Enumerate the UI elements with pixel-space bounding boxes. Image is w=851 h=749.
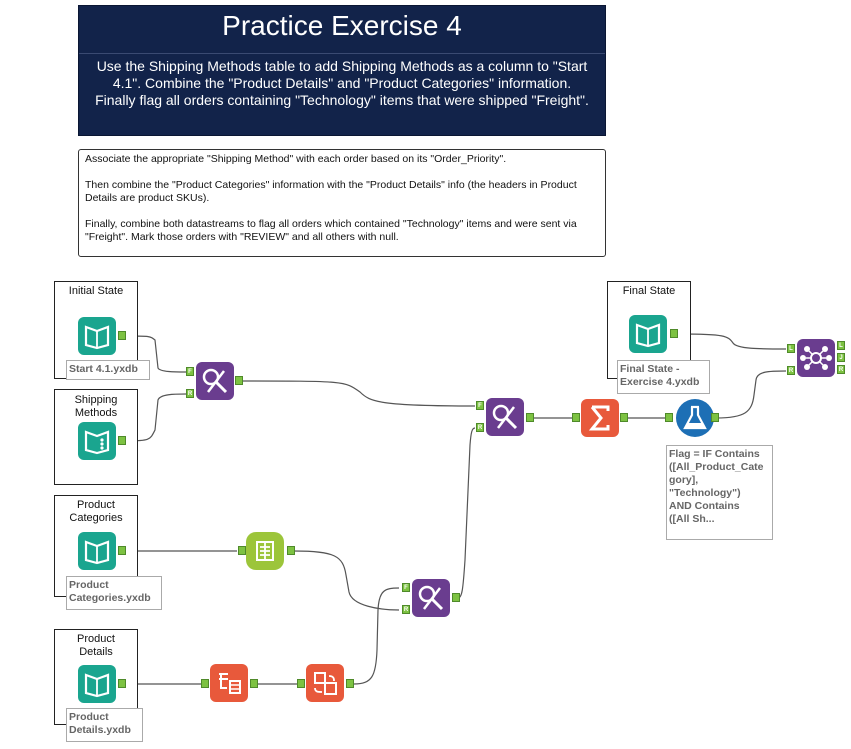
output-anchor[interactable] [118,436,126,445]
wire-textcols-to-join3 [293,550,400,611]
union-output-j-anchor[interactable]: J [837,353,845,362]
output-anchor[interactable] [620,413,628,422]
container-title: Shipping Methods [74,394,118,419]
output-anchor[interactable] [526,413,534,422]
union-icon [800,346,832,370]
output-anchor[interactable] [118,679,126,688]
input-tool-shipping[interactable] [78,422,116,460]
formula-tool[interactable] [676,399,714,437]
book-icon [84,673,110,698]
union-output-l-anchor[interactable]: L [837,341,845,350]
container-title: Product Categories [69,499,123,524]
output-anchor[interactable] [118,331,126,340]
output-anchor[interactable] [670,329,678,338]
annotation-formula: Flag = IF Contains ([All_Product_Cate go… [666,445,773,540]
join-left-anchor[interactable]: F [476,401,484,410]
output-anchor[interactable] [346,679,354,688]
input-anchor[interactable] [297,679,305,688]
join-tool-3[interactable] [412,579,450,617]
join-left-anchor[interactable]: F [186,367,194,376]
input-tool-details[interactable] [78,665,116,703]
input-anchor[interactable] [665,413,673,422]
container-title: Product Details [77,633,115,658]
banner-description: Use the Shipping Methods table to add Sh… [95,58,589,108]
container-title: Initial State [68,285,124,297]
book-icon [84,430,110,455]
book-icon [84,325,110,350]
banner-divider [79,53,605,54]
wire-join1-to-join2 [238,380,476,407]
crosstab-icon [219,673,241,694]
container-title: Final State [622,285,676,297]
output-anchor[interactable] [452,593,460,602]
book-icon [635,323,661,348]
annotation-categories-file: Product Categories.yxdb [66,576,162,610]
text-to-columns-tool[interactable] [246,532,284,570]
formula-flask-icon [683,405,707,430]
join-tool-1[interactable] [196,362,234,400]
input-tool-start[interactable] [78,317,116,355]
wire-formula-to-union [715,370,787,419]
join-icon [418,585,444,611]
annotation-final-file: Final State - Exercise 4.yxdb [617,360,710,394]
output-anchor[interactable] [287,546,295,555]
input-anchor[interactable] [201,679,209,688]
transpose-tool[interactable] [306,664,344,702]
book-icon [84,540,110,565]
join-icon [492,404,518,430]
join-left-anchor[interactable]: F [402,583,410,592]
wire-shipping-to-join1 [124,393,187,442]
input-anchor[interactable] [572,413,580,422]
summarize-icon [588,405,610,431]
join-right-anchor[interactable]: R [186,389,194,398]
text-to-columns-icon [256,541,274,561]
wire-final-to-union [679,333,787,350]
transpose-icon [314,672,337,695]
union-tool[interactable] [797,339,835,377]
union-right-anchor[interactable]: R [787,366,795,375]
summarize-tool[interactable] [581,399,619,437]
union-output-r-anchor[interactable]: R [837,365,845,374]
annotation-details-file: Product Details.yxdb [66,708,143,742]
union-left-anchor[interactable]: L [787,344,795,353]
output-anchor[interactable] [118,546,126,555]
wire-start-to-join1 [124,335,187,373]
output-anchor[interactable] [250,679,258,688]
wire-transpose-to-join3 [353,587,400,685]
input-tool-final[interactable] [629,315,667,353]
join-right-anchor[interactable]: R [476,423,484,432]
crosstab-tool[interactable] [210,664,248,702]
join-icon [202,368,228,394]
wire-join3-to-join2 [457,427,476,599]
join-tool-2[interactable] [486,398,524,436]
input-tool-categories[interactable] [78,532,116,570]
annotation-start-file: Start 4.1.yxdb [66,360,150,380]
exercise-banner: Practice Exercise 4 Use the Shipping Met… [78,5,606,136]
comment-box[interactable]: Associate the appropriate "Shipping Meth… [78,149,606,257]
banner-title: Practice Exercise 4 [222,10,462,41]
join-right-anchor[interactable]: R [402,605,410,614]
output-anchor[interactable] [711,413,719,422]
input-anchor[interactable] [238,546,246,555]
output-anchor[interactable] [235,376,243,385]
